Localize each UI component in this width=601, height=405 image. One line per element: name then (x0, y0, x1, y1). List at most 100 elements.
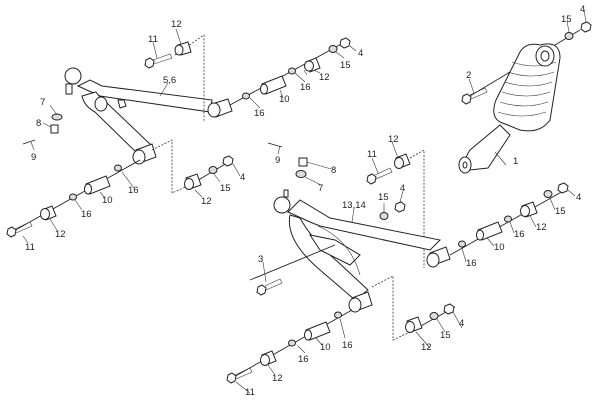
washer-7 (51, 113, 63, 121)
castle-nut-8 (50, 124, 59, 134)
label-cotter-pin-9: 9 (31, 152, 36, 163)
nut-4 (443, 303, 455, 315)
nut-4 (339, 37, 351, 49)
label-castle-nut-8: 8 (331, 165, 336, 176)
label-upper-arm: 5,6 (163, 75, 176, 86)
upper-arm-joint (94, 96, 108, 112)
upper-arm-tab (117, 99, 127, 109)
arm-contour (317, 225, 361, 276)
label-collar-12: 12 (201, 196, 212, 207)
label-collar-12: 12 (55, 229, 66, 240)
spring-coils (497, 61, 557, 117)
label-washer-16: 16 (81, 209, 92, 220)
label-bolt-11: 11 (25, 242, 35, 253)
label-washer-15: 15 (378, 192, 389, 203)
bolt-11 (226, 367, 253, 384)
shock-mount-bracket (308, 234, 361, 266)
part-labels: 12 11 5,6 7 8 9 16 10 16 12 15 4 16 10 1… (25, 4, 585, 398)
bushing-10-upper (260, 75, 287, 95)
label-washer-16: 16 (342, 340, 353, 351)
upper-arm-pivot-rear (207, 98, 233, 118)
washer-16 (288, 339, 296, 347)
collar-12 (184, 173, 202, 190)
cotter-pin-9 (22, 139, 36, 145)
label-shock-absorber-1: 1 (513, 156, 518, 167)
label-collar-12: 12 (388, 134, 399, 145)
ball-joint-stud (283, 189, 289, 198)
guide-line (151, 139, 191, 194)
washer-16 (242, 92, 250, 100)
label-washer-7: 7 (318, 183, 323, 194)
collar-12 (520, 201, 538, 218)
bolt-11 (366, 167, 393, 185)
collar-12 (394, 153, 411, 169)
ball-joint-upper (64, 67, 82, 85)
label-collar-12: 12 (319, 72, 330, 83)
shock-absorber (458, 21, 592, 174)
lower-arm-pivot-front (348, 291, 373, 313)
label-washer-16: 16 (514, 229, 525, 240)
leader-lines (22, 9, 587, 394)
label-nut-4: 4 (240, 172, 245, 183)
guide-line (409, 149, 425, 268)
label-cotter-pin-9: 9 (275, 155, 280, 166)
label-washer-15: 15 (555, 206, 566, 217)
label-washer-15: 15 (440, 330, 451, 341)
washer-7 (295, 170, 307, 178)
bolt-11 (6, 221, 33, 238)
label-bushing-10: 10 (279, 94, 290, 105)
washer-16 (288, 67, 296, 75)
washer-16 (334, 311, 342, 319)
bolt-2 (461, 87, 488, 105)
washer-15 (429, 312, 439, 320)
label-washer-15: 15 (561, 14, 572, 25)
shock-body (464, 124, 511, 171)
nut-4 (222, 155, 234, 167)
nut-4 (557, 182, 569, 194)
ball-joint-lower (273, 196, 291, 214)
label-nut-4: 4 (580, 4, 585, 15)
washer-15 (208, 166, 218, 174)
bushing-10 (304, 321, 331, 341)
washer-15 (564, 32, 574, 40)
label-washer-16: 16 (466, 258, 477, 269)
collar-12 (405, 316, 423, 333)
label-bushing-10: 10 (102, 195, 113, 206)
label-bolt-11: 11 (367, 149, 377, 160)
label-collar-12: 12 (421, 342, 432, 353)
washer-15 (328, 45, 338, 53)
collar-12 (260, 350, 277, 366)
label-bolt-11: 11 (148, 34, 158, 45)
washer-16 (69, 193, 77, 201)
collar-12-upper (174, 41, 192, 56)
label-washer-16: 16 (254, 108, 265, 119)
label-lower-arm: 13,14 (342, 200, 366, 211)
upper-arm-pivot-front (132, 143, 157, 165)
washer-16 (504, 215, 512, 223)
label-washer-15: 15 (340, 60, 351, 71)
upper-arm-front-tube (76, 79, 213, 113)
label-nut-4: 4 (400, 183, 405, 194)
label-bushing-10: 10 (320, 342, 331, 353)
label-castle-nut-8: 8 (36, 118, 41, 129)
label-collar-12: 12 (171, 19, 182, 30)
ball-joint-stud (65, 83, 73, 95)
label-bolt-3: 3 (258, 254, 263, 265)
castle-nut-8 (298, 157, 308, 167)
label-washer-15: 15 (220, 183, 231, 194)
label-nut-4: 4 (358, 48, 363, 59)
label-washer-16: 16 (298, 354, 309, 365)
collar-12 (304, 57, 321, 73)
axis-line (449, 189, 566, 256)
washer-16 (458, 240, 466, 248)
label-washer-7: 7 (40, 97, 45, 108)
label-bushing-10: 10 (494, 242, 505, 253)
washer-16 (114, 164, 122, 172)
shock-bottom-hole (462, 161, 468, 169)
label-collar-12: 12 (536, 222, 547, 233)
label-nut-4: 4 (576, 192, 581, 203)
lower-arm-pivot-rear (426, 246, 451, 268)
label-bolt-11: 11 (245, 387, 255, 398)
